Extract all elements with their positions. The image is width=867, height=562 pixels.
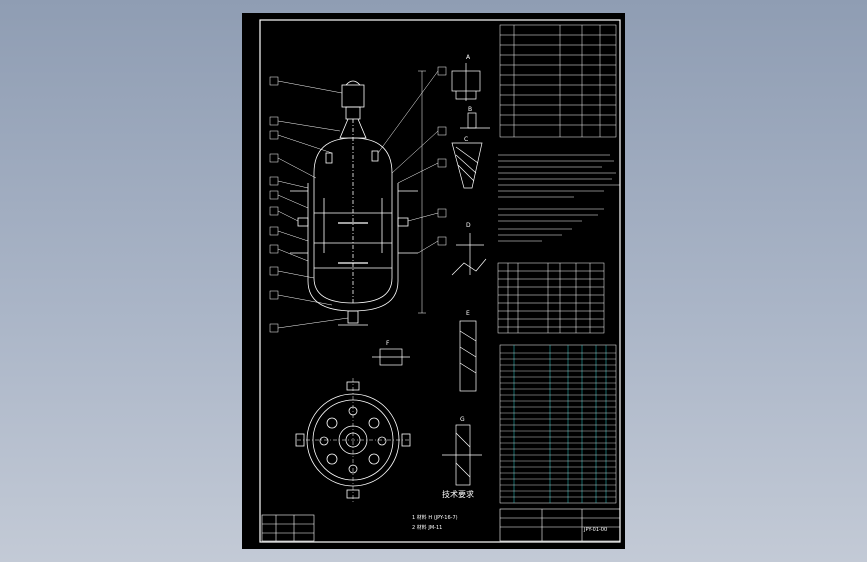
frame-border	[259, 19, 621, 543]
bottom-outlet	[347, 310, 359, 324]
notes-title: 技术要求	[442, 489, 474, 499]
detail-mark-f: F	[386, 340, 390, 347]
bottom-head	[313, 277, 393, 304]
detail-views	[372, 63, 490, 486]
legend-line-1: 1 材料 H (JPY-16-7)	[412, 514, 458, 521]
detail-mark-g: G	[460, 416, 465, 423]
drawing-code: JPY-01-00	[583, 527, 607, 533]
lug-right	[397, 217, 409, 227]
reducer	[345, 106, 361, 120]
top-head	[313, 137, 393, 174]
table-design-data	[499, 24, 617, 138]
detail-mark-e: E	[466, 310, 470, 317]
detail-mark-a: A	[466, 54, 471, 61]
reactor-drawing: 技术要求 1 材料 H (JPY-16-7) 2 材料 JM-11 JPY-01…	[259, 19, 621, 543]
table-nozzles	[497, 262, 605, 334]
title-block	[499, 508, 621, 542]
table-parts-list	[499, 344, 617, 504]
balloon-numbers	[269, 66, 447, 333]
legend-line-2: 2 材料 JM-11	[412, 524, 442, 531]
revision-block	[261, 514, 315, 542]
motor	[341, 84, 365, 108]
leader-lines	[277, 70, 439, 329]
detail-mark-b: B	[468, 106, 472, 113]
technical-notes	[498, 154, 620, 242]
vessel-elevation	[290, 70, 426, 326]
lug-left	[297, 217, 309, 227]
detail-mark-d: D	[466, 222, 471, 229]
parts-list-rows	[500, 352, 616, 498]
plan-view	[295, 378, 411, 503]
drawing-sheet: 技术要求 1 材料 H (JPY-16-7) 2 材料 JM-11 JPY-01…	[242, 13, 625, 549]
detail-marks: A B C D E F G	[386, 54, 472, 423]
detail-mark-c: C	[464, 136, 468, 143]
